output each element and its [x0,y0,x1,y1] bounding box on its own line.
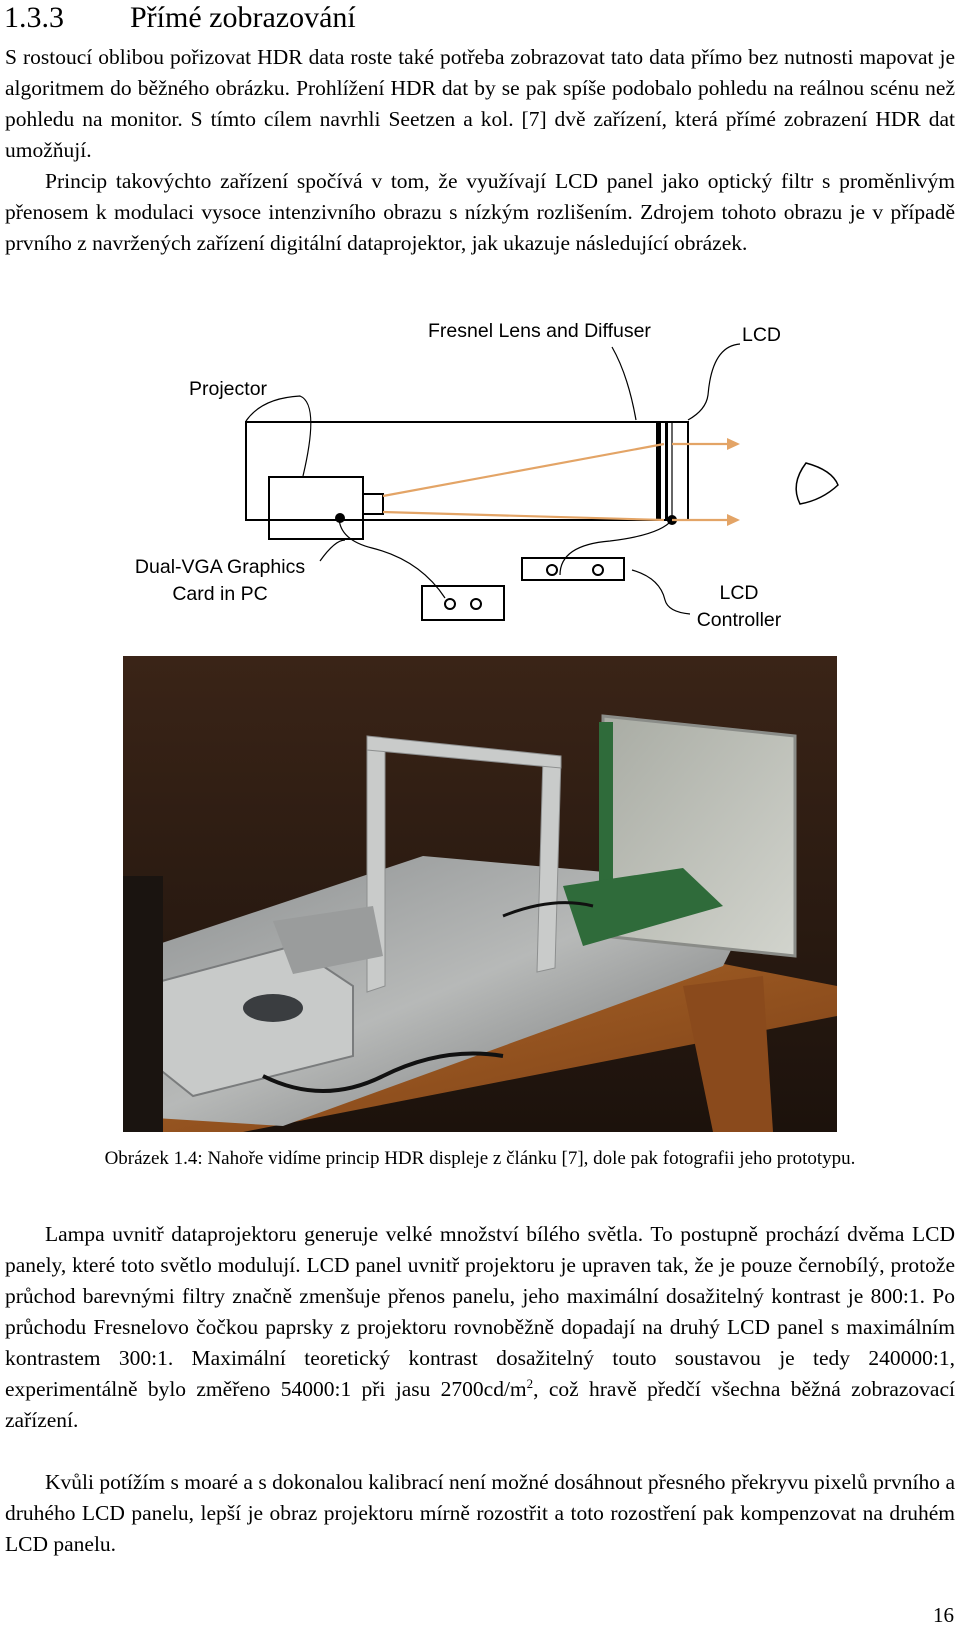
arrowhead-icon [727,438,740,450]
superscript: 2 [526,1375,534,1391]
cable-controller-lcd [559,519,673,576]
section-title: Přímé zobrazování [130,1,356,34]
port-icon [444,598,456,610]
label-graphics-line2: Card in PC [172,583,268,605]
projector-housing [273,906,383,974]
frame-top-bar [366,735,562,769]
label-controller-line2: Controller [696,609,782,631]
label-graphics-line1: Dual-VGA Graphics [134,556,306,578]
projector-lens [362,493,384,515]
label-lcd-controller: LCD Controller [684,580,794,634]
paragraph-calibration: Kvůli potížím s moaré a s dokonalou kali… [5,1470,955,1556]
prototype-photo [123,656,837,1132]
hdr-display-diagram [245,343,839,621]
circuit-board [563,868,723,946]
enclosure-box [245,421,689,521]
fresnel-lens-plate [656,422,661,520]
page-number: 16 [933,1603,954,1627]
projector-body [268,476,364,540]
lcd-panel-plate [665,422,668,520]
cable-graphics-projector [338,517,446,599]
ray-lower [382,510,665,522]
viewer-eye-icon [795,462,839,505]
lcd-controller-box [521,557,625,581]
label-controller-line1: LCD [719,582,759,604]
paragraph-contrast-tail: , což hravě předčí všechna běžná zobrazo… [5,1377,955,1432]
table-leg [683,976,773,1132]
section-heading: 1.3.3 Přímé zobrazování [4,0,356,36]
projector-lens-photo [243,994,303,1022]
paragraph-intro: S rostoucí oblibou pořizovat HDR data ro… [5,45,955,162]
fresnel-leader [611,346,637,421]
figure-caption: Obrázek 1.4: Nahoře vidíme princip HDR d… [104,1148,856,1169]
section-number: 1.3.3 [4,1,64,34]
circuit-board [599,722,613,882]
ray-upper [382,442,665,498]
label-lcd: LCD [742,324,782,346]
port-icon [546,564,558,576]
label-fresnel: Fresnel Lens and Diffuser [428,320,651,342]
paragraph-contrast: Lampa uvnitř dataprojektoru generuje vel… [5,1219,955,1436]
paragraph-contrast-text: Lampa uvnitř dataprojektoru generuje vel… [5,1222,955,1401]
projector-leader [245,395,312,477]
label-graphics-card: Dual-VGA Graphics Card in PC [120,554,320,608]
cable-end-dot [335,513,345,523]
port-icon [470,598,482,610]
controller-leader [631,569,691,615]
lcd-leader [687,343,741,421]
paragraph-principle: Princip takovýchto zařízení spočívá v to… [5,169,955,255]
port-icon [592,564,604,576]
arrowhead-icon [727,514,740,526]
cable-graphics-leader [319,539,346,562]
label-projector: Projector [189,378,268,400]
graphics-card-box [421,585,505,621]
